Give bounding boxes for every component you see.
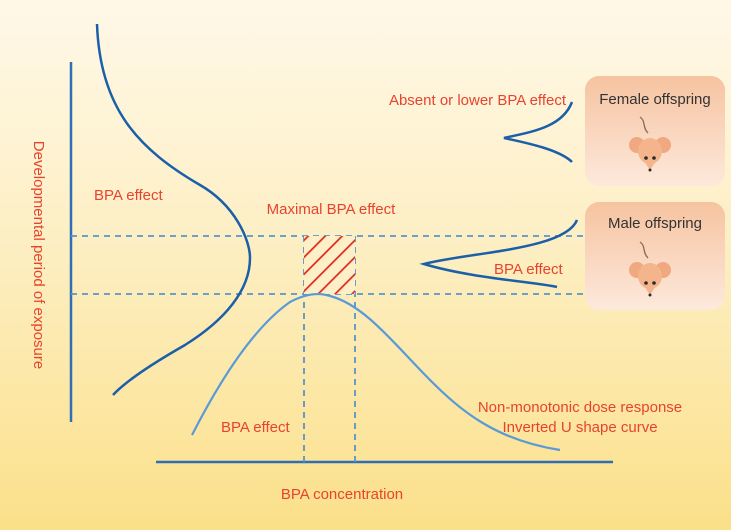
bpa-effect-left-label: BPA effect (94, 187, 163, 204)
male-offspring-card: Male offspring (585, 202, 725, 310)
maximal-effect-label: Maximal BPA effect (267, 201, 396, 218)
male-card-title: Male offspring (608, 215, 702, 232)
x-axis-label: BPA concentration (281, 486, 403, 503)
nonmonotonic-label-line2: Inverted U shape curve (502, 419, 657, 436)
bpa-effect-male-label: BPA effect (494, 261, 563, 278)
inverted-u-curve (191, 292, 561, 452)
mouse-icon (629, 241, 671, 297)
female-offspring-card: Female offspring (585, 76, 725, 186)
absent-lower-effect-label: Absent or lower BPA effect (389, 92, 567, 109)
male-effect-curve (419, 219, 579, 289)
nonmonotonic-label-line1: Non-monotonic dose response (478, 399, 682, 416)
bpa-effect-bottom-label: BPA effect (221, 419, 290, 436)
developmental-effect-curve (95, 23, 252, 396)
female-effect-curve (503, 101, 574, 163)
mouse-icon (629, 116, 671, 172)
y-axis-label: Developmental period of exposure (30, 141, 47, 369)
maximal-effect-hatch (304, 236, 355, 294)
female-card-title: Female offspring (599, 91, 710, 108)
